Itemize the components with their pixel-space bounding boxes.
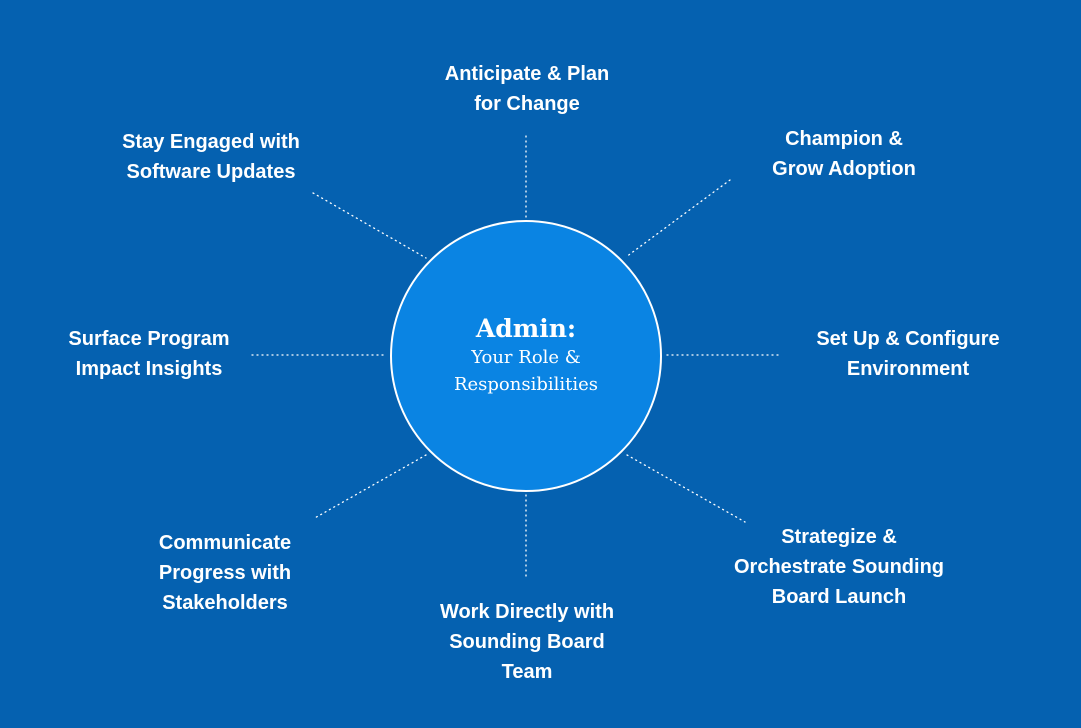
responsibility-strategize-launch: Strategize & Orchestrate Sounding Board … <box>733 526 945 608</box>
responsibility-surface-insights: Surface Program Impact Insights <box>68 328 230 380</box>
hub-subtitle: Your Role & Responsibilities <box>453 347 599 395</box>
connector-top-right <box>625 179 731 258</box>
responsibility-setup-configure: Set Up & Configure Environment <box>816 328 1000 380</box>
admin-hub-circle: Admin: Your Role & Responsibilities <box>390 220 662 492</box>
responsibility-champion-adoption: Champion & Grow Adoption <box>772 128 916 180</box>
connector-bottom-left <box>312 454 427 520</box>
responsibility-work-with-team: Work Directly with Sounding Board Team <box>439 601 615 683</box>
responsibility-communicate-progress: Communicate Progress with Stakeholders <box>158 532 292 614</box>
connector-bottom-right <box>626 454 746 523</box>
hub-title: Admin: <box>475 314 577 343</box>
connector-top-left <box>312 192 427 259</box>
responsibility-anticipate-plan: Anticipate & Plan for Change <box>444 63 610 115</box>
responsibility-software-updates: Stay Engaged with Software Updates <box>122 131 300 183</box>
